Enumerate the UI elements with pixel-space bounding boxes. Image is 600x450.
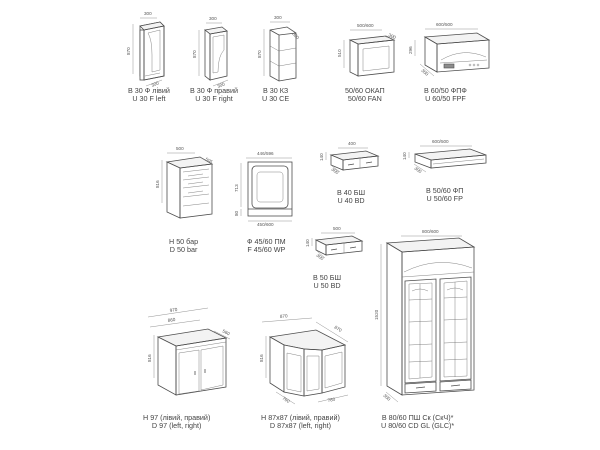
svg-text:140: 140 — [402, 152, 407, 160]
svg-text:500: 500 — [333, 226, 341, 231]
module-b30-f-left: 300 870 300 — [126, 11, 165, 88]
svg-text:300: 300 — [413, 166, 423, 175]
label-b8060-psh: В 80/60 ПШ Ск (СкЧ)*U 80/60 CD GL (GLC)* — [381, 413, 455, 431]
module-b50-bsh: 500 140 300 — [305, 226, 364, 262]
svg-text:300: 300 — [274, 15, 282, 20]
svg-text:800/600: 800/600 — [422, 229, 439, 234]
module-h97: 970 860 816 560 — [147, 307, 232, 396]
svg-text:300: 300 — [291, 31, 300, 40]
svg-text:870: 870 — [126, 47, 131, 55]
svg-text:816: 816 — [147, 354, 152, 362]
svg-text:760: 760 — [281, 396, 291, 405]
svg-text:870: 870 — [257, 50, 262, 58]
svg-text:296: 296 — [408, 46, 413, 54]
label-h87x87: Н 87х87 (лівий, правий)D 87x87 (left, ri… — [261, 413, 340, 431]
label-h97: Н 97 (лівий, правий)D 97 (left, right) — [143, 413, 211, 431]
svg-text:140: 140 — [319, 153, 324, 161]
svg-text:970: 970 — [169, 307, 178, 313]
svg-text:500: 500 — [176, 146, 184, 151]
svg-text:1520: 1520 — [374, 309, 379, 320]
svg-text:560: 560 — [222, 328, 232, 336]
module-b8060-psh: 800/600 1520 300 — [374, 229, 476, 403]
module-b40-bsh: 400 140 300 — [319, 141, 380, 176]
svg-text:446/596: 446/596 — [257, 151, 274, 156]
svg-text:780: 780 — [327, 396, 336, 403]
svg-text:860: 860 — [167, 317, 176, 323]
module-h50-bar: 500 816 505 — [155, 146, 215, 219]
module-b30-k3: 300 870 300 — [257, 15, 300, 82]
svg-text:300: 300 — [388, 32, 397, 40]
svg-text:870: 870 — [280, 313, 289, 319]
svg-text:450/600: 450/600 — [257, 222, 274, 227]
module-b30-f-right: 300 870 300 — [192, 16, 229, 89]
svg-text:505: 505 — [205, 157, 215, 165]
module-b5060-fp: 600/500 140 300 — [402, 139, 487, 175]
svg-text:300: 300 — [209, 16, 217, 21]
svg-text:500/600: 500/600 — [357, 23, 374, 28]
module-5060-okap: 500/600 510 300 — [337, 23, 397, 77]
svg-text:510: 510 — [337, 49, 342, 57]
svg-text:300: 300 — [217, 81, 226, 89]
svg-text:300: 300 — [151, 80, 160, 88]
module-f4560-pm: 446/596 713 80 450/600 — [234, 151, 293, 227]
svg-text:80: 80 — [234, 210, 239, 216]
svg-text:816: 816 — [259, 354, 264, 362]
svg-text:870: 870 — [192, 50, 197, 58]
svg-text:300: 300 — [315, 253, 325, 262]
module-b6050-fpf: 600/500 296 300 — [408, 22, 491, 77]
svg-text:300: 300 — [382, 393, 391, 402]
svg-text:400: 400 — [348, 141, 356, 146]
svg-text:713: 713 — [234, 184, 239, 192]
svg-text:300: 300 — [420, 68, 429, 77]
svg-text:816: 816 — [155, 180, 160, 188]
svg-text:300: 300 — [330, 167, 340, 176]
svg-text:870: 870 — [333, 325, 343, 334]
svg-text:140: 140 — [305, 239, 310, 247]
svg-text:300: 300 — [144, 11, 152, 16]
module-h87x87: 870 870 816 760 780 — [259, 313, 349, 405]
svg-text:600/500: 600/500 — [432, 139, 449, 144]
svg-text:600/500: 600/500 — [436, 22, 453, 27]
